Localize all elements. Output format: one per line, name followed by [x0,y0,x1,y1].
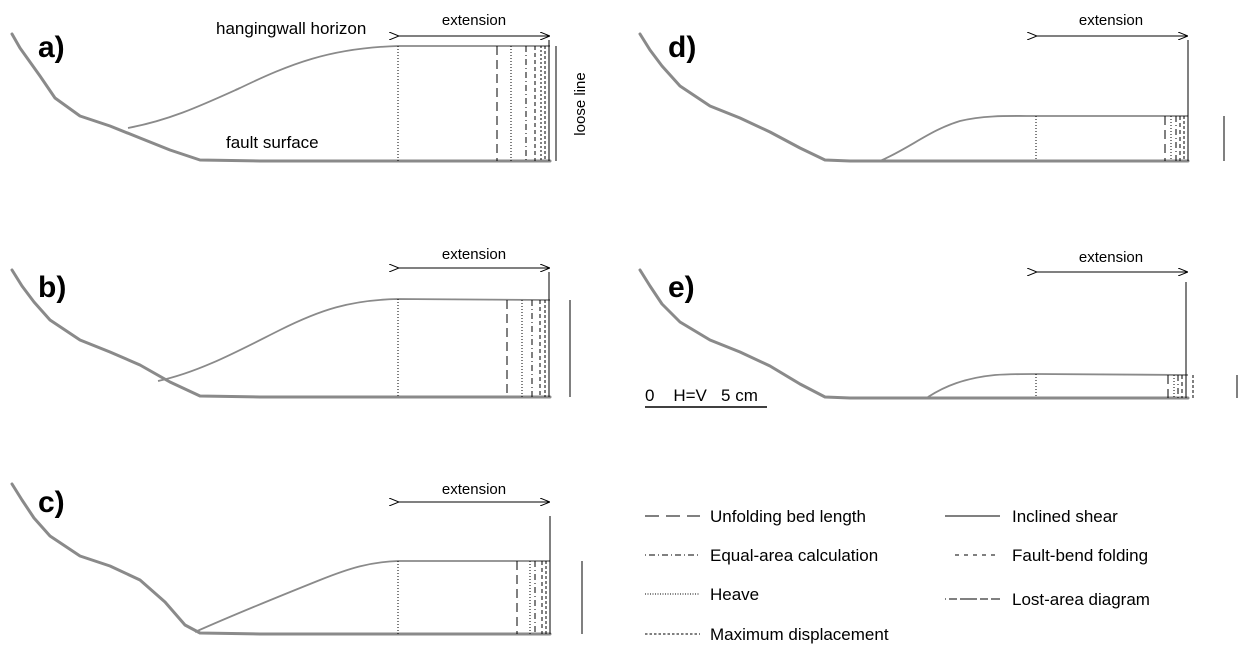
panel-d-fault-surface [638,32,1190,163]
legend-unfolding-text: Unfolding bed length [710,507,866,526]
panel-d-hangingwall-horizon [879,115,1188,162]
panel-c: c) extension [10,481,583,636]
legend-fault-bend-text: Fault-bend folding [1012,546,1148,565]
legend: Unfolding bed length Equal-area calculat… [645,507,1150,644]
legend-max-disp-text: Maximum displacement [710,625,889,644]
panel-c-hangingwall-horizon [194,560,550,633]
legend-inclined-text: Inclined shear [1012,507,1118,526]
panel-b-fault-surface [10,268,552,399]
panel-d-label: d) [668,31,696,64]
panel-e-label: e) [668,271,695,304]
panel-d-extension-label: extension [1079,12,1143,29]
loose-line-label: loose line [572,72,589,135]
panel-e-fault-surface [638,268,1190,400]
panel-c-extension-label: extension [442,481,506,498]
panel-c-fault-surface [10,482,552,636]
scale-bar: 0 H=V 5 cm [645,386,767,408]
panel-a: a) hangingwall horizon fault surface loo… [10,12,589,163]
panel-b-label: b) [38,271,66,304]
panel-b-extension-label: extension [442,246,506,263]
panel-c-label: c) [38,486,65,519]
panel-b-hangingwall-horizon [157,298,551,382]
panel-a-fault-surface [10,32,552,163]
hangingwall-horizon-label: hangingwall horizon [216,19,366,38]
scale-bar-label: 0 H=V 5 cm [645,386,758,405]
legend-equal-area-text: Equal-area calculation [710,546,878,565]
panel-a-extension-label: extension [442,12,506,29]
panel-e-hangingwall-horizon [927,373,1189,398]
panel-e-extension-label: extension [1079,249,1143,266]
panel-a-label: a) [38,31,65,64]
panel-d: d) extension [638,12,1225,163]
panel-a-hangingwall-horizon [127,45,550,129]
legend-lost-area-text: Lost-area diagram [1012,590,1150,609]
fault-surface-label: fault surface [226,133,319,152]
panel-e: e) extension [638,249,1238,400]
panel-b: b) extension [10,246,571,399]
legend-heave-text: Heave [710,585,759,604]
